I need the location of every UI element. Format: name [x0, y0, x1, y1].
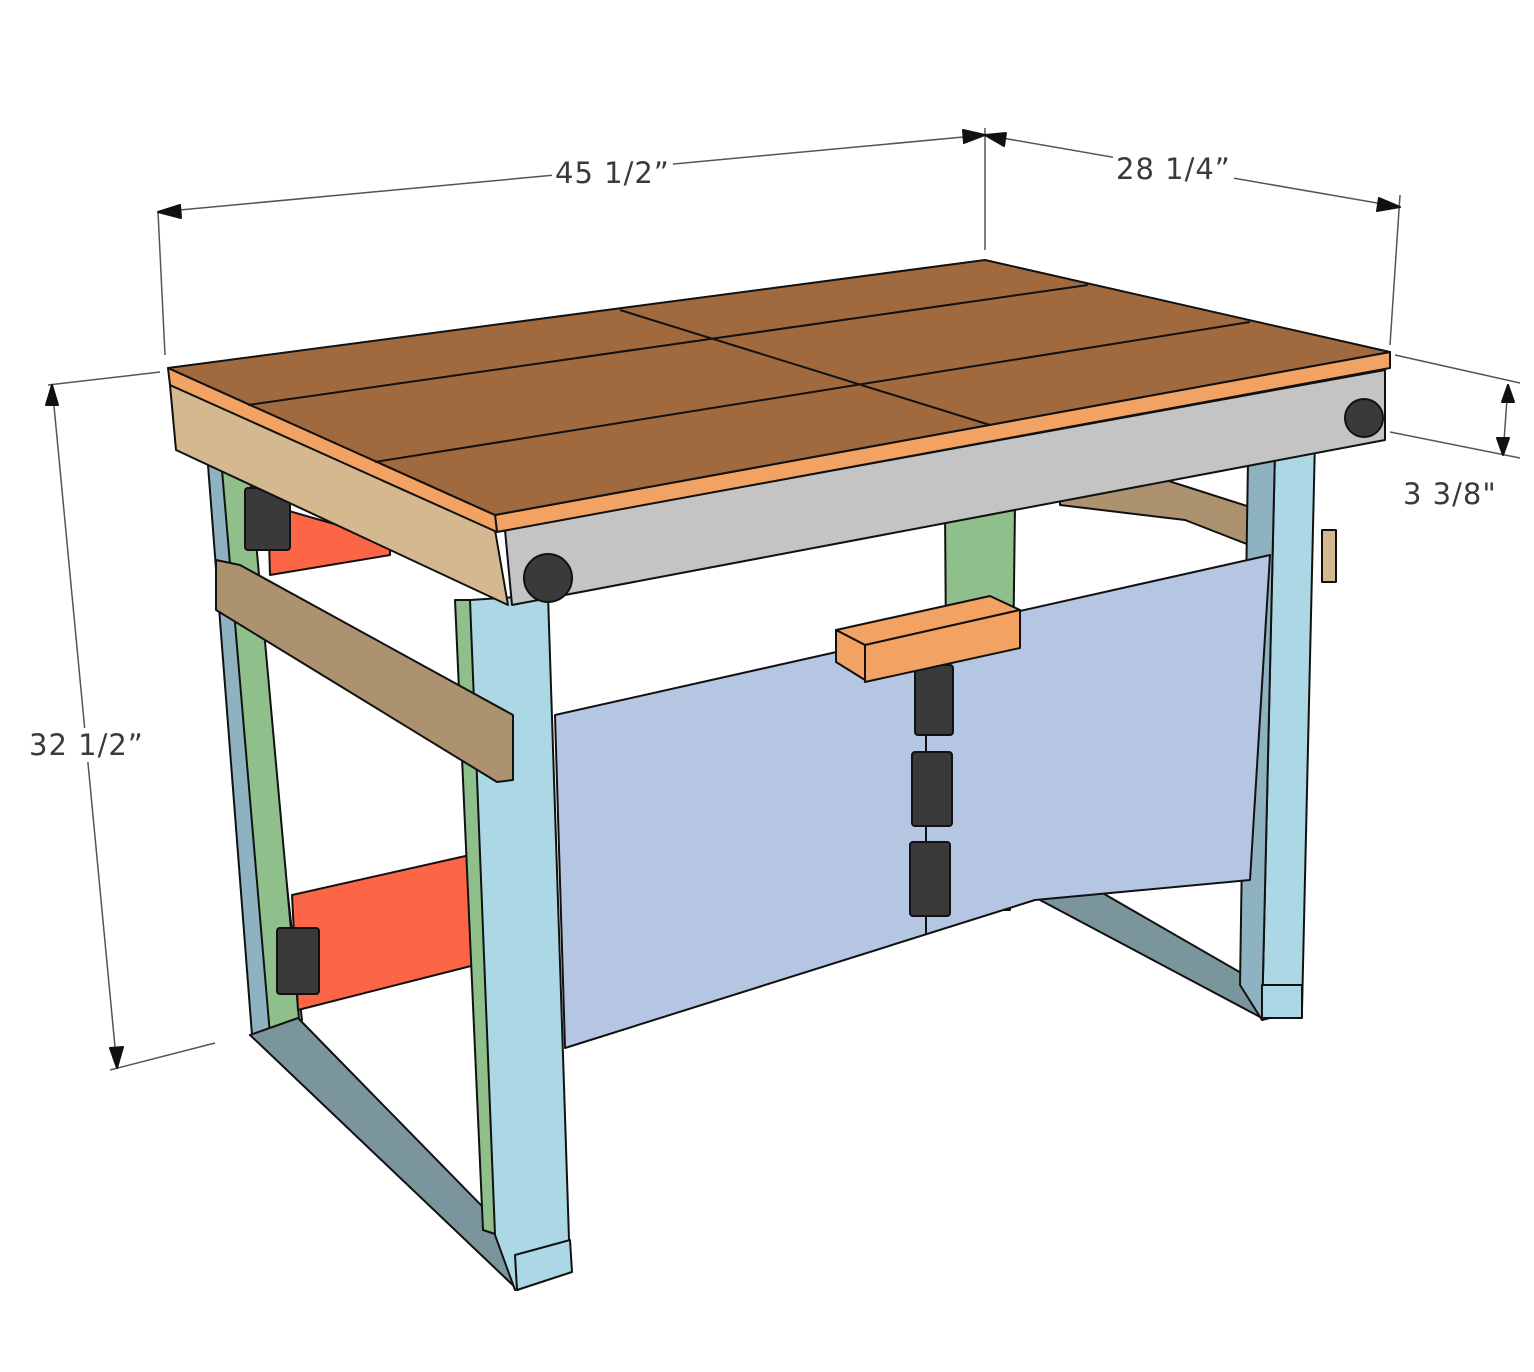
- side-cross-rail: [215, 559, 514, 783]
- bottom-rail-right: [1039, 879, 1263, 1019]
- hinge-icon: [276, 927, 320, 995]
- dimension-lines: [45, 128, 1521, 1071]
- tabletop: [167, 259, 1391, 516]
- leg-front-right-foot: [1261, 984, 1303, 1019]
- dimension-depth-label: 28 1/4”: [1113, 152, 1234, 186]
- leg-front-left-foot: [514, 1239, 573, 1291]
- hinges: [244, 487, 954, 995]
- hinge-icon: [911, 751, 953, 827]
- board-seams: [247, 284, 1251, 463]
- hinge-icon: [914, 664, 954, 736]
- hinge-icon: [909, 841, 951, 917]
- knob-icon: [523, 553, 573, 603]
- dimension-apron-height-label: 3 3/8": [1400, 477, 1500, 511]
- knob-icon: [1344, 398, 1384, 438]
- stop-block-side: [864, 609, 1021, 683]
- side-block: [1321, 529, 1337, 583]
- dimension-height-label: 32 1/2”: [26, 728, 147, 762]
- dimension-length-label: 45 1/2”: [552, 156, 673, 190]
